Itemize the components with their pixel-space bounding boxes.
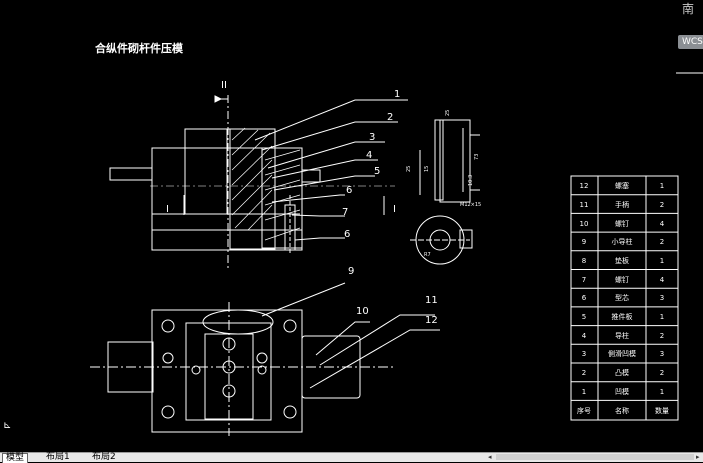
callout-12: 12: [425, 315, 438, 326]
bom-header-no: 序号: [577, 406, 591, 415]
callout-11: 11: [425, 295, 438, 306]
callout-2: 2: [387, 112, 393, 123]
ucs-axis-icon: ⊾: [3, 420, 12, 431]
tab-model[interactable]: 模型: [2, 453, 29, 463]
plan-base: [151, 309, 303, 433]
bom-no: 4: [582, 332, 587, 340]
layout-tab-bar: 模型 布局1 布局2 ◂ ▸: [0, 452, 703, 463]
horizontal-scrollbar[interactable]: [496, 454, 694, 460]
bom-qty: 1: [660, 313, 664, 321]
dim-3: 73: [474, 154, 480, 160]
dim-1: 25: [406, 166, 412, 172]
bom-no: 6: [582, 294, 587, 302]
bom-no: 1: [582, 388, 586, 396]
bom-no: 11: [580, 201, 589, 209]
bom-name: 螺钉: [615, 219, 629, 228]
tab-layout2[interactable]: 布局2: [92, 452, 116, 462]
bom-name: 手柄: [615, 200, 629, 209]
callout-5: 5: [374, 166, 380, 177]
bom-no: 5: [582, 313, 586, 321]
bom-no: 8: [582, 257, 586, 265]
dim-4: 25: [445, 110, 451, 116]
bom-qty: 4: [660, 276, 665, 284]
bom-qty: 3: [660, 294, 664, 302]
section-mark: II: [221, 80, 227, 91]
callout-6a: 6: [346, 185, 352, 196]
punch-left: [184, 128, 228, 215]
bom-no: 12: [580, 182, 589, 190]
left-handle: [109, 167, 153, 181]
callout-9: 9: [348, 266, 354, 277]
bom-name: 凸模: [615, 368, 629, 377]
bom-qty: 2: [660, 238, 664, 246]
viewcube-compass[interactable]: 南: [682, 2, 695, 16]
bom-header-name: 名称: [615, 406, 629, 415]
bom-name: 側滑凹模: [608, 349, 636, 358]
bom-qty: 3: [660, 350, 664, 358]
bom-qty: 2: [660, 332, 664, 340]
bom-name: 螺塞: [615, 181, 629, 190]
bom-name: 型芯: [615, 293, 629, 302]
bom-header-qty: 数量: [655, 406, 669, 415]
dim-6: M12×15: [460, 202, 481, 208]
bom-name: 小导柱: [612, 237, 633, 246]
callout-3: 3: [369, 132, 375, 143]
callout-4: 4: [366, 150, 372, 161]
bom-qty: 1: [660, 388, 664, 396]
bom-name: 推件板: [612, 312, 633, 321]
bom-qty: 4: [660, 220, 665, 228]
bom-no: 10: [580, 220, 589, 228]
section-i-left: I: [166, 204, 169, 215]
bom-name: 垫板: [615, 256, 629, 265]
bom-name: 导柱: [615, 331, 629, 340]
bom-qty: 2: [660, 369, 664, 377]
scroll-right-icon[interactable]: ▸: [696, 453, 700, 461]
callout-7: 7: [342, 207, 348, 218]
drawing-canvas[interactable]: II I I 1 2 3 4 5 6 7 6 9 10 11 12 25 15 …: [0, 0, 703, 452]
bom-qty: 1: [660, 257, 664, 265]
callout-1: 1: [394, 89, 400, 100]
callout-6b: 6: [344, 229, 350, 240]
bom-qty: 1: [660, 182, 664, 190]
section-i-right: I: [393, 204, 396, 215]
wcs-button[interactable]: WCS: [678, 35, 703, 49]
bom-qty: 2: [660, 201, 664, 209]
bom-no: 7: [582, 276, 586, 284]
dim-7: R7: [424, 252, 431, 258]
dim-5: 10.3: [468, 175, 474, 186]
bom-name: 螺钉: [615, 275, 629, 284]
scroll-left-icon[interactable]: ◂: [488, 453, 492, 461]
callout-10: 10: [356, 306, 369, 317]
dim-2: 15: [424, 166, 430, 172]
tab-layout1[interactable]: 布局1: [46, 452, 70, 462]
bom-no: 3: [582, 350, 586, 358]
bom-no: 2: [582, 369, 586, 377]
bom-no: 9: [582, 238, 586, 246]
drawing-title: 合纵件砌杆件压模: [95, 42, 183, 55]
bom-name: 凹模: [615, 387, 629, 396]
